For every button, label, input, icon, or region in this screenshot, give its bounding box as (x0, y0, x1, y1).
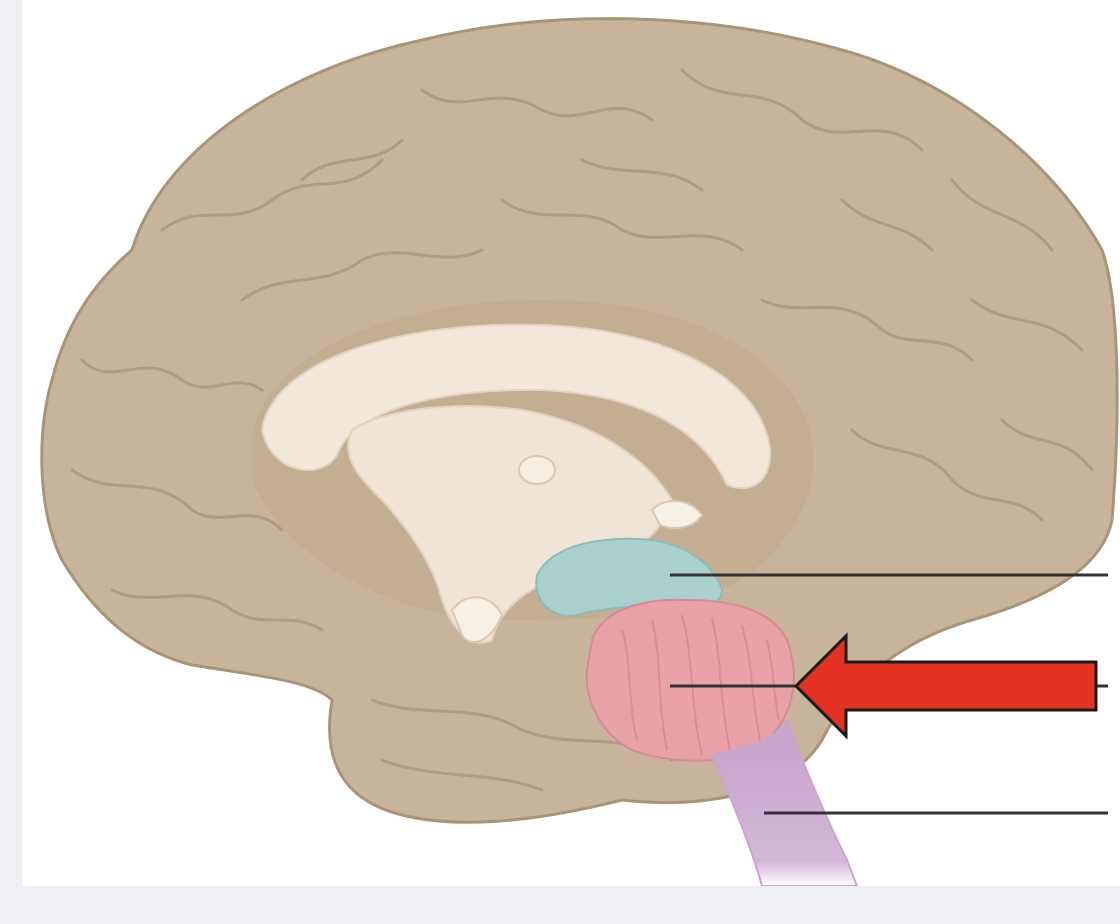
thalamic-adhesion (518, 455, 556, 485)
diagram-canvas (40, 17, 1119, 886)
pons (585, 598, 795, 762)
brain-sagittal-diagram (22, 0, 1120, 886)
highlight-arrow (793, 632, 1098, 740)
corpus-callosum (260, 323, 772, 490)
medulla-oblongata (710, 717, 859, 886)
bottom-margin-strip (0, 886, 1120, 924)
pons-texture (621, 614, 780, 756)
optic-chiasm (450, 596, 504, 644)
left-margin-strip (0, 0, 22, 886)
pineal-gland (650, 499, 704, 529)
